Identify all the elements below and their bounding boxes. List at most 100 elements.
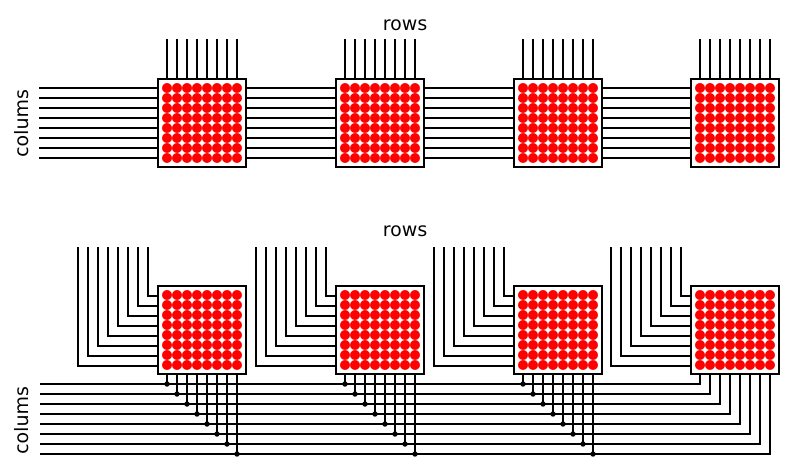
led-dot [370, 123, 380, 133]
led-dot [548, 123, 558, 133]
led-dot [360, 310, 370, 320]
row-wire [443, 247, 514, 357]
led-dot [725, 300, 735, 310]
led-dot [755, 113, 765, 123]
led-dot [232, 340, 242, 350]
row-wire [463, 247, 514, 337]
led-dot [745, 103, 755, 113]
led-dot [558, 103, 568, 113]
led-dot [340, 83, 350, 93]
led-dot [202, 340, 212, 350]
led-dot [715, 143, 725, 153]
led-dot [172, 153, 182, 163]
led-dot [715, 300, 725, 310]
led-dot [380, 360, 390, 370]
led-dot [202, 330, 212, 340]
led-dot [755, 133, 765, 143]
led-dot [212, 133, 222, 143]
led-dot [390, 320, 400, 330]
led-dot [162, 300, 172, 310]
led-dot [162, 93, 172, 103]
led-dot [360, 83, 370, 93]
led-dot [162, 133, 172, 143]
led-dot [725, 350, 735, 360]
led-dot [735, 300, 745, 310]
led-dot [400, 350, 410, 360]
row-wire [660, 247, 691, 317]
led-dot [232, 360, 242, 370]
led-dot [578, 360, 588, 370]
led-dot [538, 310, 548, 320]
led-dot [578, 350, 588, 360]
led-dot [705, 93, 715, 103]
led-dot [735, 153, 745, 163]
led-dot [715, 330, 725, 340]
row-wire [137, 247, 158, 307]
led-dot [400, 133, 410, 143]
led-dot [518, 350, 528, 360]
row-wire [620, 247, 691, 357]
led-dot [755, 330, 765, 340]
led-dot [162, 290, 172, 300]
led-dot [182, 133, 192, 143]
led-dot [192, 83, 202, 93]
led-dot [538, 133, 548, 143]
row-wire [295, 247, 336, 327]
led-dot [528, 320, 538, 330]
led-dot [222, 103, 232, 113]
led-dot [518, 153, 528, 163]
led-dot [192, 153, 202, 163]
led-dot [350, 133, 360, 143]
led-dot [212, 93, 222, 103]
led-dot [182, 83, 192, 93]
led-dot [558, 143, 568, 153]
led-dot [538, 300, 548, 310]
led-dot [538, 83, 548, 93]
led-dot [558, 310, 568, 320]
led-dot [202, 320, 212, 330]
led-dot [538, 350, 548, 360]
led-dot [380, 310, 390, 320]
led-dot [162, 123, 172, 133]
led-dot [172, 113, 182, 123]
led-dot [410, 310, 420, 320]
led-dot [212, 350, 222, 360]
led-dot [390, 153, 400, 163]
led-dot [192, 320, 202, 330]
led-dot [390, 103, 400, 113]
row-wire [650, 247, 691, 327]
led-dot [202, 103, 212, 113]
led-dot [400, 340, 410, 350]
led-dot [745, 143, 755, 153]
led-dot [390, 290, 400, 300]
led-dot [400, 103, 410, 113]
led-dot [370, 360, 380, 370]
led-dot [222, 123, 232, 133]
led-dot [182, 123, 192, 133]
led-dot [360, 123, 370, 133]
led-dot [410, 350, 420, 360]
led-dot [538, 113, 548, 123]
led-dot [578, 143, 588, 153]
led-dot [538, 143, 548, 153]
led-dot [588, 310, 598, 320]
row-wire [127, 247, 158, 317]
led-dot [588, 113, 598, 123]
led-dot [162, 143, 172, 153]
led-dot [380, 340, 390, 350]
led-dot [360, 340, 370, 350]
row-wire [483, 247, 514, 317]
led-dot [232, 300, 242, 310]
led-dot [705, 340, 715, 350]
led-dot [558, 350, 568, 360]
led-dot [232, 330, 242, 340]
column-bus-wire [40, 374, 771, 455]
led-dot [182, 113, 192, 123]
led-dot [232, 93, 242, 103]
led-dot [172, 310, 182, 320]
led-dot [202, 143, 212, 153]
led-dot [380, 330, 390, 340]
led-dot [745, 320, 755, 330]
bottom-diagram: rows colums [11, 219, 780, 457]
led-dot [400, 113, 410, 123]
